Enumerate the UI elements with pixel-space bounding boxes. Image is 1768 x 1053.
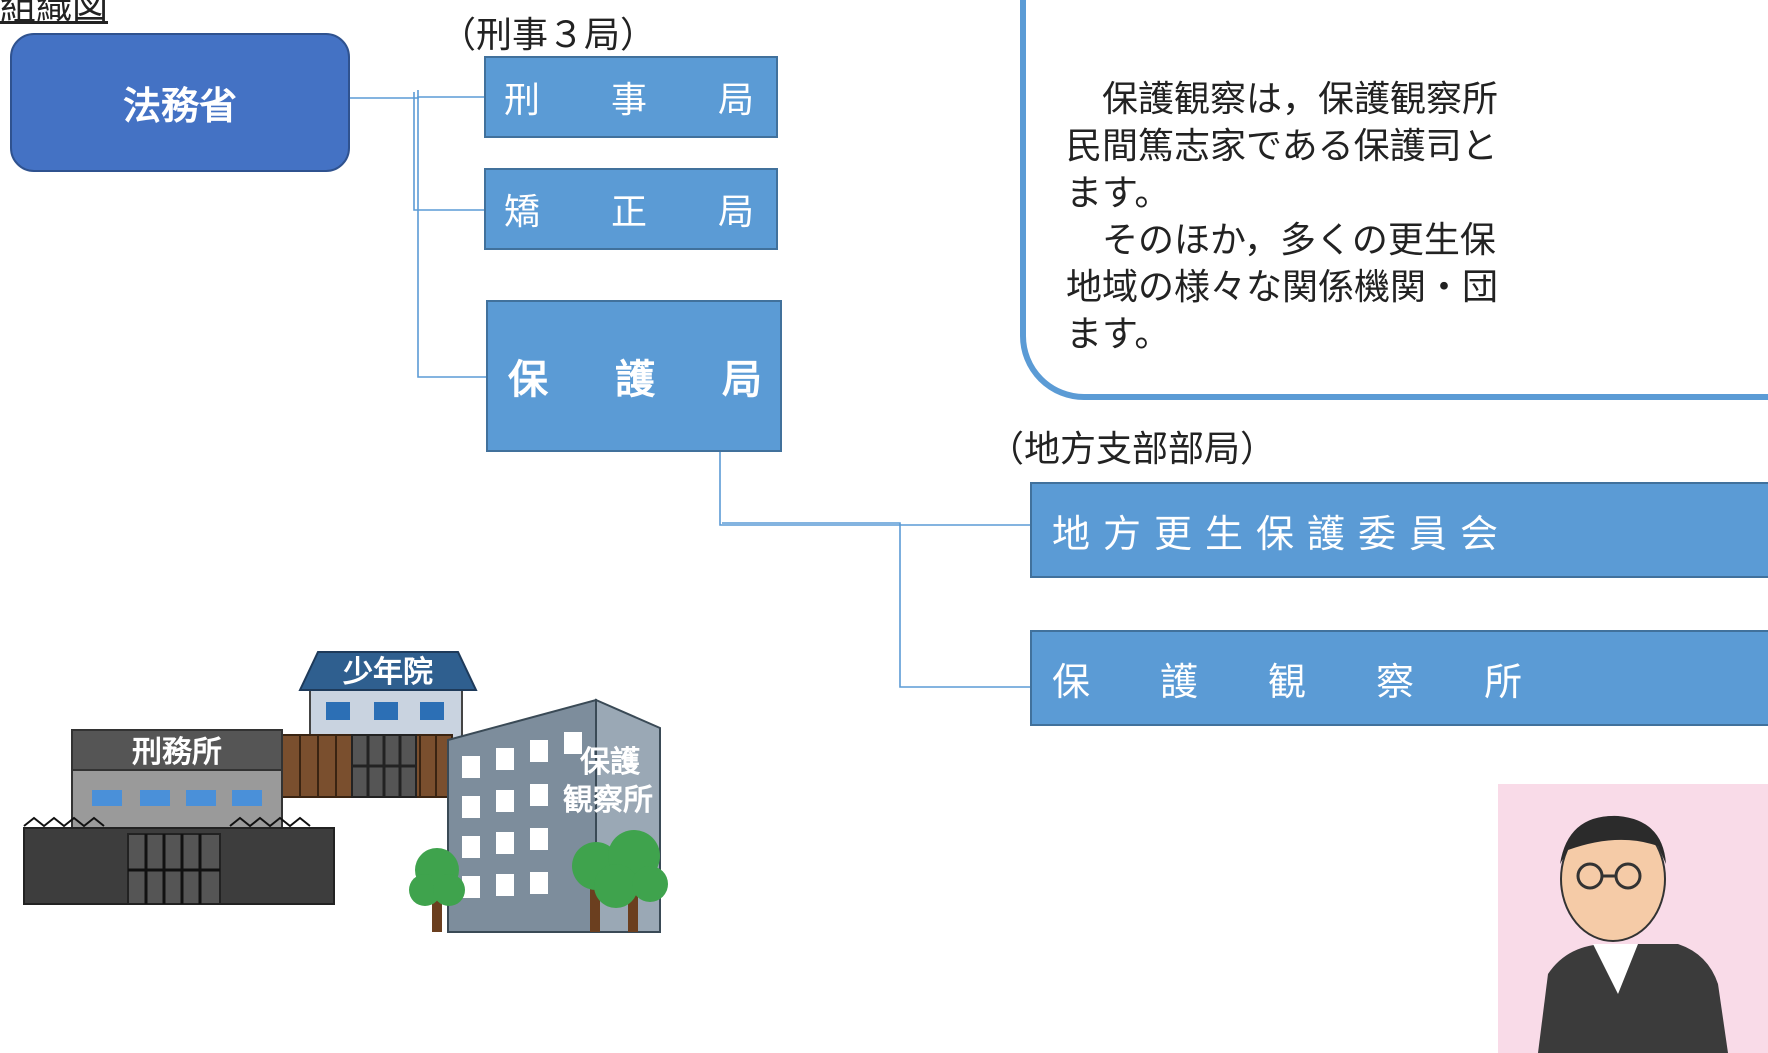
bureau-keiji: 刑 事 局 [484,56,778,138]
probation-sign-line1: 保護 [580,745,641,780]
prison-sign: 刑務所 [132,735,222,770]
probation-office-char: 保 [1052,659,1091,704]
wooden-fence [281,734,453,798]
probation-office-char: 察 [1376,659,1415,704]
bureau-keiji-char: 刑 [504,80,541,121]
bureau-hogo-char: 局 [722,357,762,403]
probation-sign-line2: 観察所 [563,783,653,818]
staff-person-illustration [1498,784,1768,1053]
regional-bureaus-label: （地方支部部局） [988,429,1277,470]
info-line: 民間篤志家である保護司と [1066,126,1498,167]
tree-left [409,848,465,932]
bureau-kyosei-char: 正 [610,192,647,233]
bureau-hogo-char: 護 [615,357,655,403]
bureau-kyosei-char: 矯 [504,192,541,233]
ministry-node: 法務省 [10,33,350,172]
connector-trunk-b [413,92,486,211]
bureau-kyosei-char: 局 [717,192,754,233]
info-text-box: 保護観察は，保護観察所 民間篤志家である保護司と ます。 そのほか，多くの更生保… [1020,0,1768,400]
info-line: ます。 [1066,314,1171,355]
info-line: 保護観察は，保護観察所 [1066,79,1499,120]
probation-office-building: 保護 観察所 [409,698,668,933]
bureau-hogo-char: 保 [508,357,548,403]
central-bureaus-label: （刑事３局） [440,15,657,56]
probation-office-char: 観 [1268,659,1307,704]
tree-right [572,830,668,932]
prison-building: 刑務所 [23,729,335,905]
probation-office-char: 護 [1160,659,1199,704]
bureau-hogo: 保 護 局 [486,300,782,452]
facilities-illustration: 少年院 刑務所 [23,651,668,933]
bureau-keiji-char: 局 [717,80,754,121]
connector-ministry-keiji [346,96,486,99]
ministry-label: 法務省 [122,84,237,128]
probation-office-char: 所 [1484,659,1523,704]
probation-office: 保 護 観 察 所 [1030,630,1768,726]
info-line: ます。 [1066,173,1171,214]
juvenile-school-sign: 少年院 [343,655,433,690]
info-line: そのほか，多くの更生保 [1066,220,1496,261]
info-line: 地域の様々な関係機関・団 [1066,267,1499,308]
bureau-keiji-char: 事 [610,80,647,121]
bureau-kyosei: 矯 正 局 [484,168,778,250]
person-figure [1538,815,1728,1053]
regional-rehabilitation-committee: 地方更生保護委員会 [1030,482,1768,578]
connector-regional-split [722,522,1030,688]
committee-label: 地方更生保護委員会 [1052,511,1512,556]
connector-hogo-regional [719,450,900,526]
page-heading: 組織図 [0,0,109,28]
info-text: 保護観察は，保護観察所 民間篤志家である保護司と ます。 そのほか，多くの更生保… [1066,76,1768,358]
connector-trunk-a [417,90,486,378]
